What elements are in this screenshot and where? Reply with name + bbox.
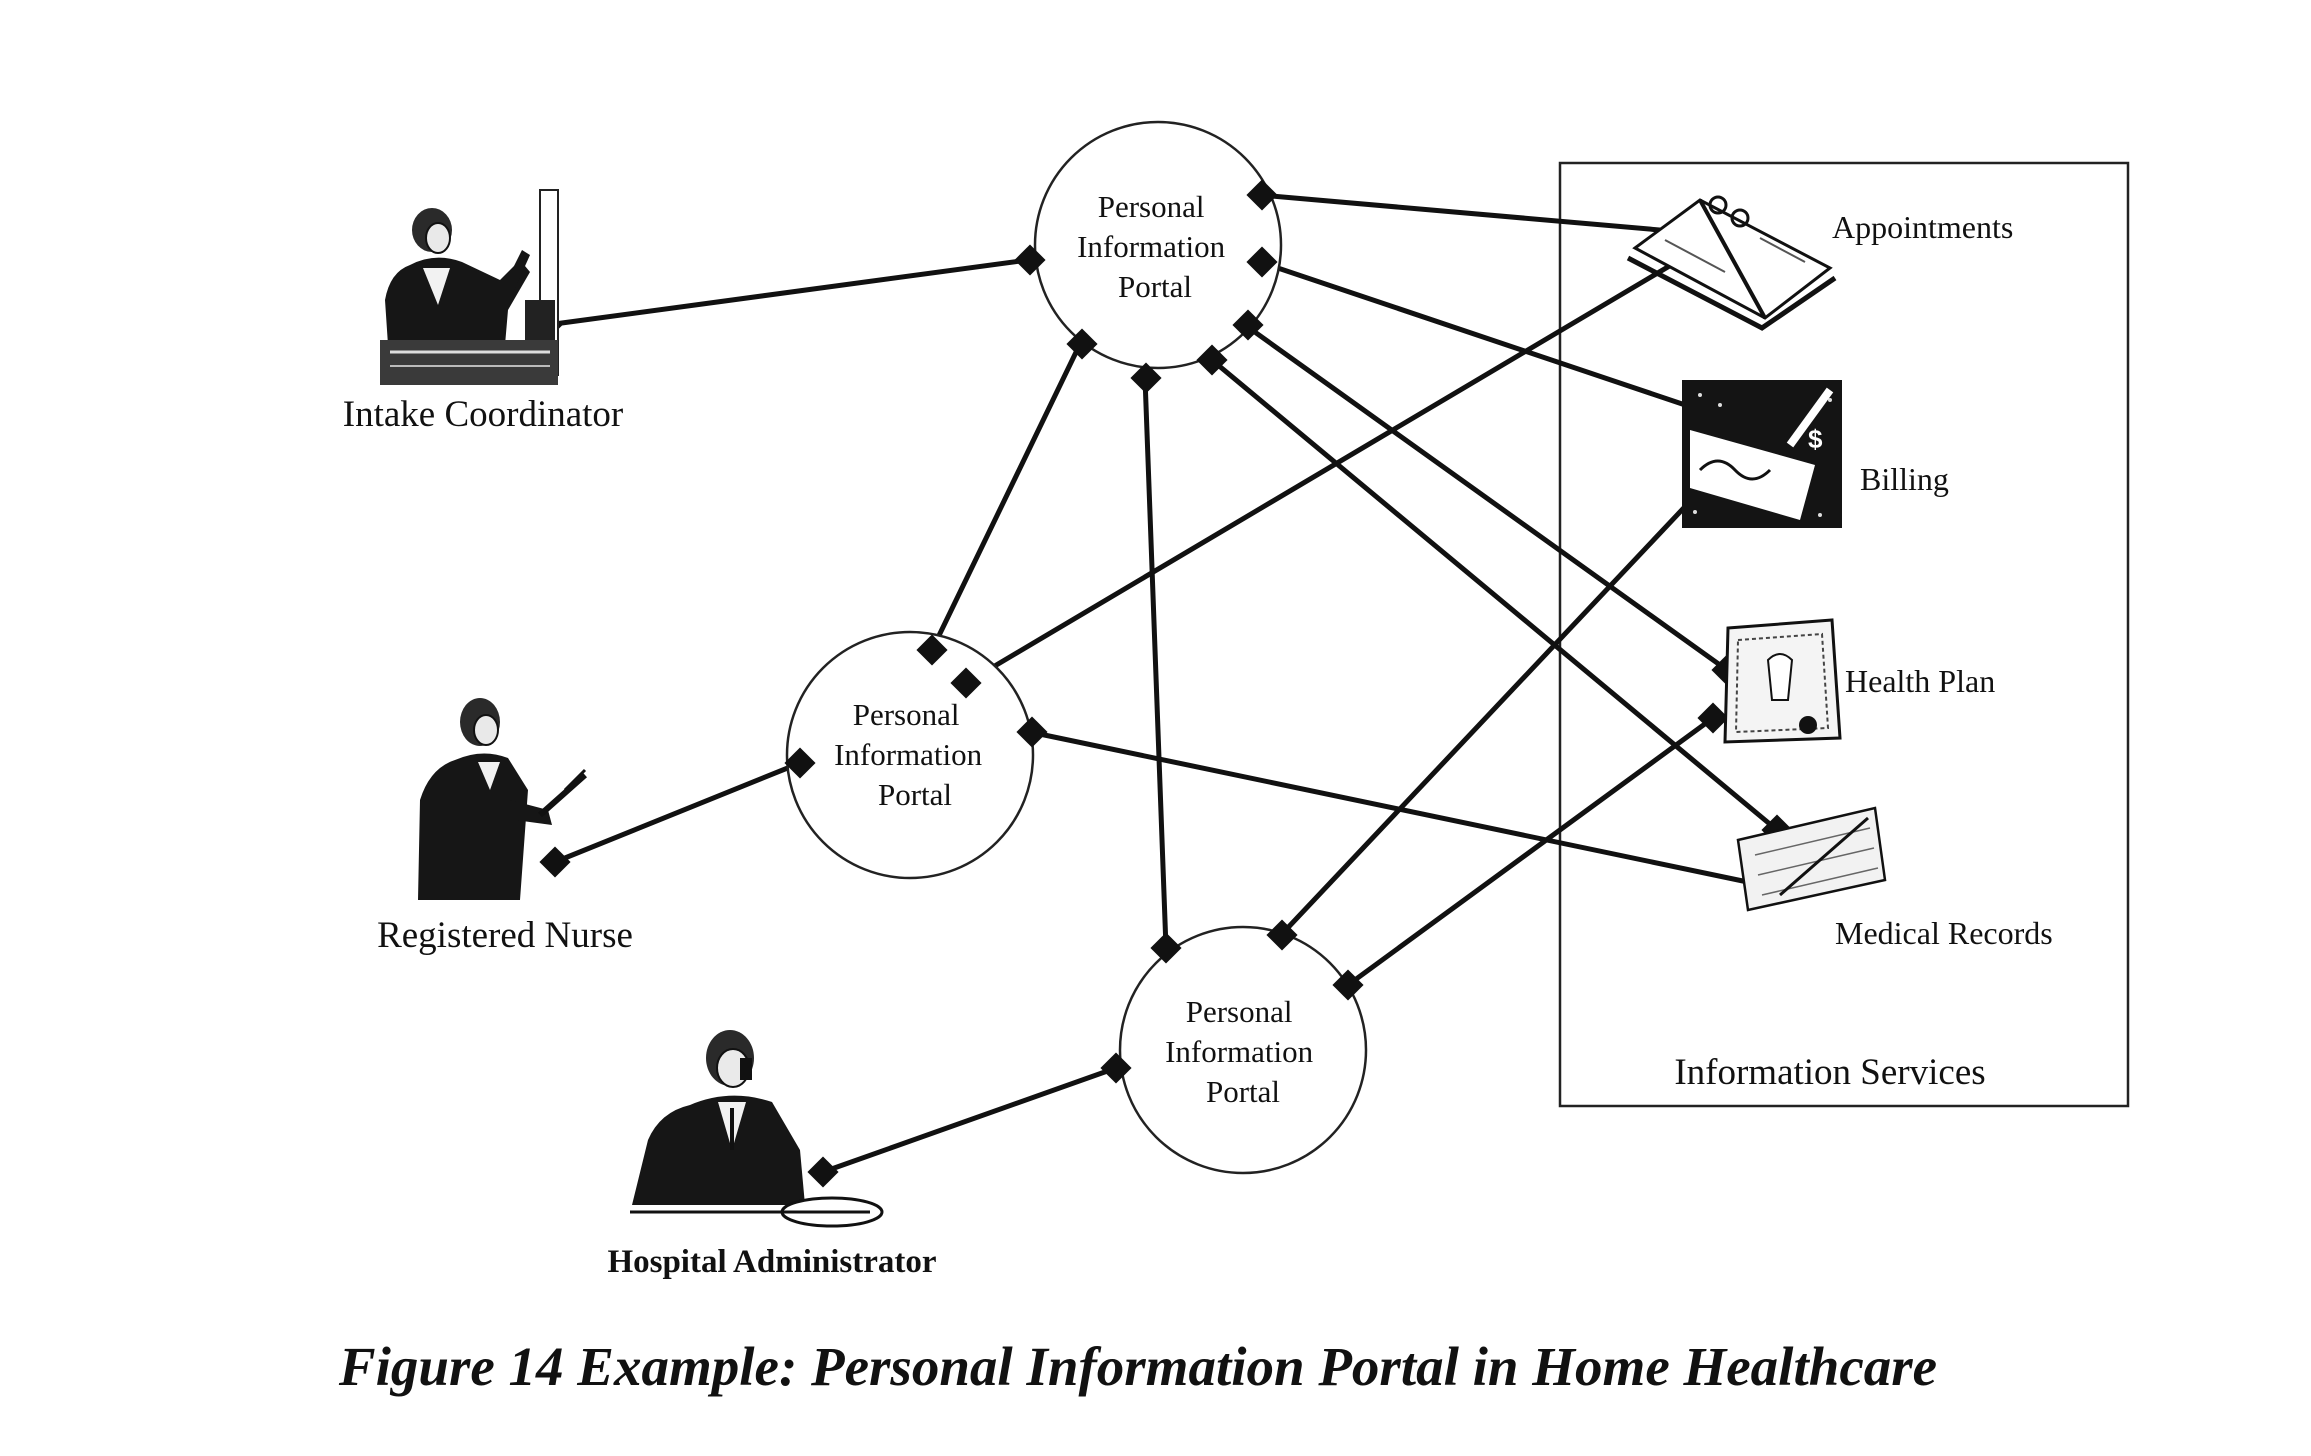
portal-circle bbox=[1118, 925, 1368, 1175]
medical-records-label: Medical Records bbox=[1835, 915, 2053, 951]
information-services-title: Information Services bbox=[1674, 1052, 1985, 1093]
link-nurse-to-portal-middle bbox=[552, 760, 803, 865]
link-portal-top-to-health-plan bbox=[1242, 322, 1730, 673]
portal-label: Personal Information Portal bbox=[834, 697, 990, 812]
appointments-service: Appointments bbox=[1626, 195, 2013, 331]
hospital-administrator-icon bbox=[630, 1030, 884, 1228]
hospital-administrator: Hospital Administrator bbox=[607, 1030, 937, 1280]
billing-service: $ Billing bbox=[1682, 380, 1949, 528]
registered-nurse-icon bbox=[418, 698, 587, 900]
health-plan-service: Health Plan bbox=[1723, 618, 1995, 744]
medical-records-chart-icon bbox=[1736, 806, 1887, 912]
svg-text:$: $ bbox=[1808, 424, 1823, 454]
health-plan-certificate-icon bbox=[1723, 618, 1842, 744]
link-intake-to-portal-top bbox=[544, 257, 1031, 328]
link-portal-top-to-portal-bottom bbox=[1142, 375, 1169, 951]
portal-circle bbox=[1033, 120, 1283, 370]
connector-marker bbox=[807, 1156, 839, 1188]
link-portal-middle-to-medical-records bbox=[1027, 729, 1765, 888]
figure-caption: Figure 14 Example: Personal Information … bbox=[338, 1336, 1937, 1397]
portal-bottom: Personal Information Portal bbox=[1118, 925, 1368, 1175]
registered-nurse-label: Registered Nurse bbox=[377, 915, 633, 956]
link-portal-middle-to-appointments bbox=[963, 255, 1686, 686]
portal-circle bbox=[785, 630, 1035, 880]
intake-coordinator: Intake Coordinator bbox=[343, 189, 624, 435]
billing-label: Billing bbox=[1860, 461, 1949, 497]
information-services-box bbox=[1558, 161, 2130, 1108]
health-plan-label: Health Plan bbox=[1845, 663, 1995, 699]
portal-top: Personal Information Portal bbox=[1033, 120, 1283, 370]
link-portal-top-to-billing bbox=[1257, 259, 1718, 418]
link-portal-top-to-appointments bbox=[1257, 192, 1686, 235]
medical-records-service: Medical Records bbox=[1736, 806, 2053, 951]
connection-lines bbox=[544, 192, 1780, 1175]
appointments-label: Appointments bbox=[1832, 209, 2013, 245]
portal-label: Personal Information Portal bbox=[1077, 189, 1233, 304]
link-portal-bottom-to-billing bbox=[1278, 475, 1715, 938]
portal-middle: Personal Information Portal bbox=[785, 630, 1035, 880]
link-portal-top-to-portal-middle bbox=[929, 341, 1083, 653]
hospital-administrator-label: Hospital Administrator bbox=[607, 1244, 936, 1280]
link-admin-to-portal-bottom bbox=[820, 1065, 1119, 1175]
connector-marker bbox=[539, 846, 571, 878]
link-portal-bottom-to-health-plan bbox=[1345, 715, 1716, 988]
intake-coordinator-icon bbox=[380, 189, 559, 385]
portal-label: Personal Information Portal bbox=[1165, 994, 1321, 1109]
link-portal-top-to-medical-records bbox=[1209, 357, 1780, 833]
appointment-book-icon bbox=[1626, 195, 1837, 331]
billing-check-icon: $ bbox=[1682, 380, 1842, 528]
intake-coordinator-label: Intake Coordinator bbox=[343, 394, 624, 435]
registered-nurse: Registered Nurse bbox=[377, 698, 633, 956]
